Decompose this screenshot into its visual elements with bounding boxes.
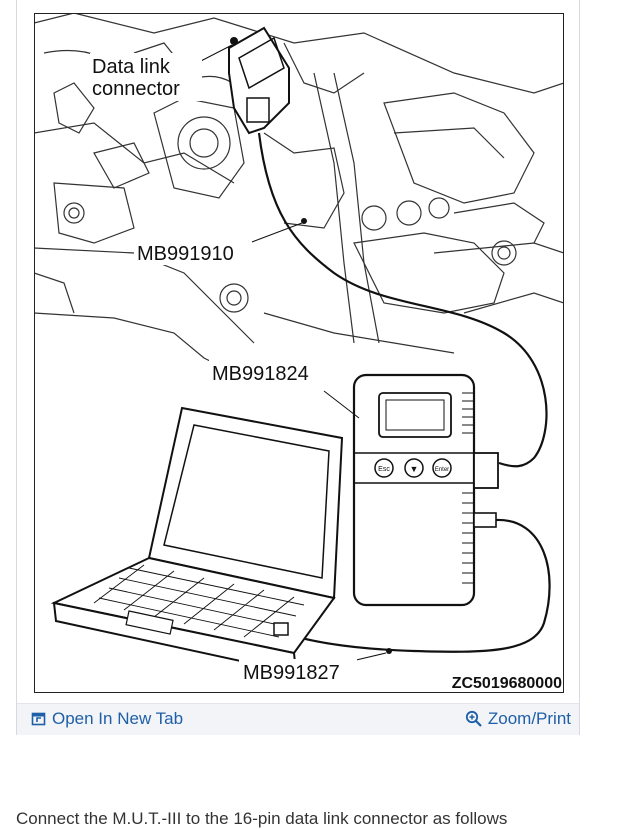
label-data-link-connector-line1: Data link	[92, 56, 171, 78]
cable-mb991827	[283, 518, 551, 653]
data-link-connector-icon	[228, 26, 290, 135]
diagram-figure: Esc ▼ Enter	[33, 12, 565, 693]
label-mb991824: MB991824	[212, 363, 309, 385]
mut-iii-device-icon	[352, 373, 499, 607]
figure-code: ZC5019680000	[452, 675, 562, 692]
open-new-tab-icon	[31, 712, 46, 726]
zoom-print-button[interactable]: Zoom/Print	[465, 708, 571, 730]
cable-mb991910	[257, 132, 548, 468]
diagram-labels: Data link connector MB991910 MB991824 MB…	[90, 53, 562, 692]
engine-bay-illustration	[33, 12, 565, 374]
laptop-icon	[50, 406, 344, 675]
leader-lines	[196, 44, 387, 662]
figure-toolbar: Open In New Tab Zoom/Print	[17, 703, 579, 735]
diagram-svg: Esc ▼ Enter	[33, 12, 565, 692]
device-button-down: ▼	[410, 464, 419, 474]
label-mb991827: MB991827	[243, 662, 340, 684]
zoom-magnifier-icon	[465, 710, 482, 727]
label-data-link-connector-line2: connector	[92, 78, 180, 100]
device-button-enter: Enter	[435, 467, 449, 473]
figure-card: Esc ▼ Enter	[16, 0, 580, 735]
instruction-caption: Connect the M.U.T.-III to the 16-pin dat…	[16, 809, 508, 828]
figure-border	[34, 13, 564, 693]
device-button-esc: Esc	[378, 466, 390, 473]
label-mb991910: MB991910	[137, 243, 234, 265]
open-in-new-tab-button[interactable]: Open In New Tab	[31, 708, 183, 730]
zoom-print-label: Zoom/Print	[487, 709, 571, 728]
open-in-new-tab-label: Open In New Tab	[52, 709, 184, 728]
